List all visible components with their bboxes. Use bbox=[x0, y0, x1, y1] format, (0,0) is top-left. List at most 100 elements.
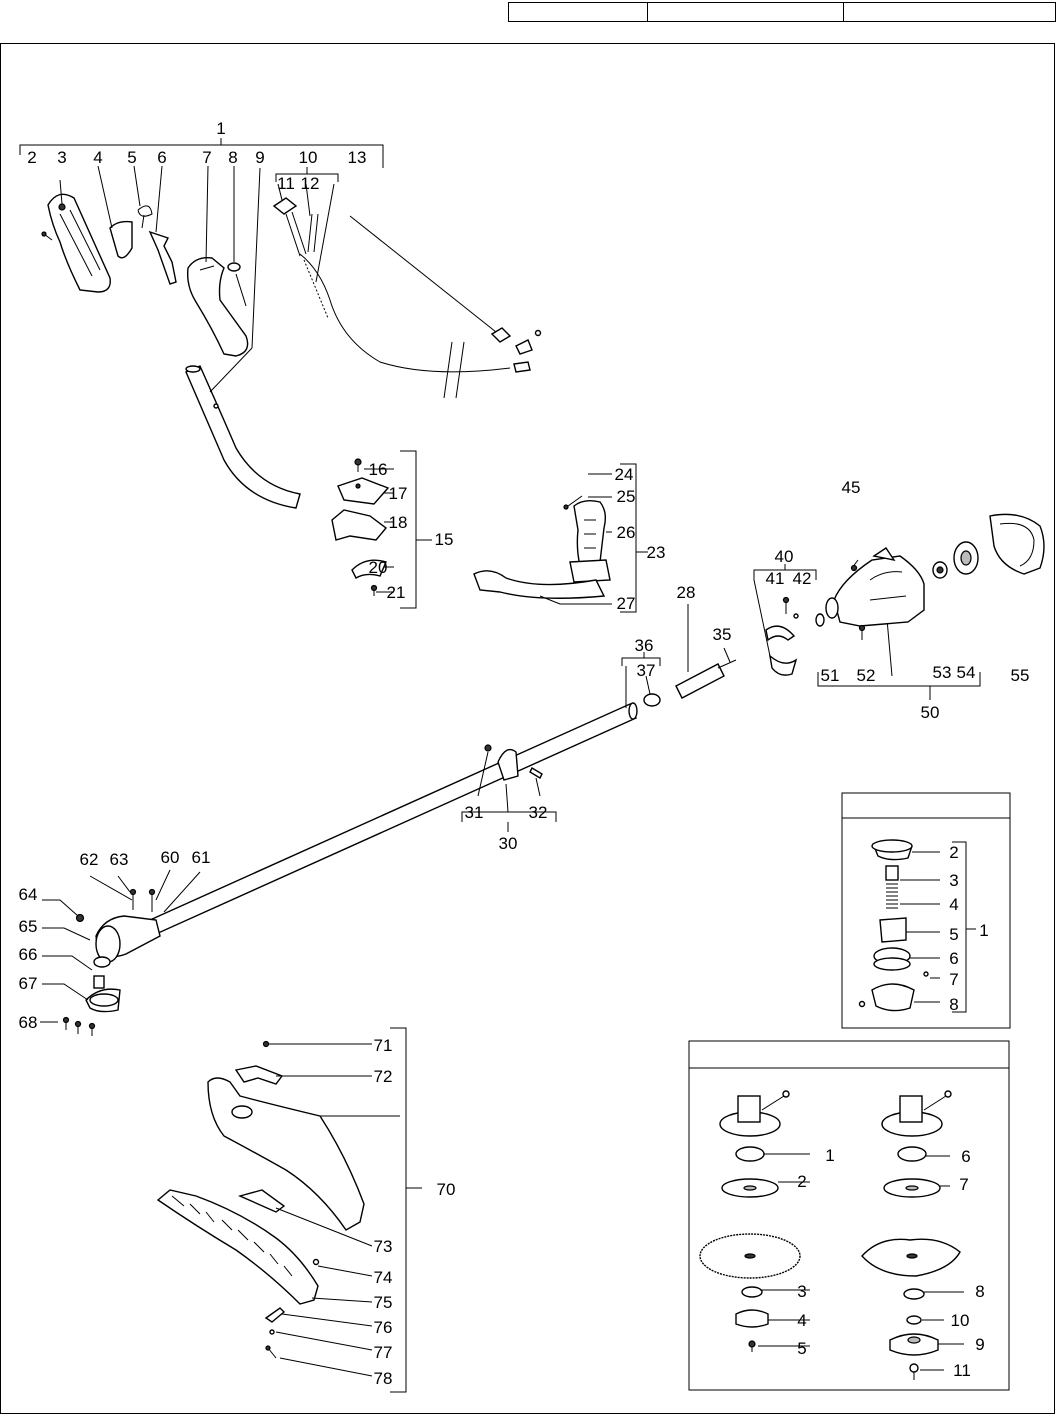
bracket-assembly-10 bbox=[275, 167, 339, 182]
switch-wire-assembly bbox=[272, 197, 542, 399]
callout-32: 32 bbox=[529, 803, 548, 822]
spring-5-icon bbox=[137, 205, 153, 229]
blade-kit-callout-4: 4 bbox=[797, 1311, 806, 1330]
throttle-trigger bbox=[109, 220, 133, 259]
blade-kit-callout-7: 7 bbox=[959, 1175, 968, 1194]
handlebar-tube-9 bbox=[185, 365, 301, 509]
callout-51: 51 bbox=[821, 666, 840, 685]
blade-kit-callout-8: 8 bbox=[975, 1282, 984, 1301]
callout-24: 24 bbox=[615, 465, 634, 484]
head-kit-callout-6: 6 bbox=[949, 949, 958, 968]
callout-25: 25 bbox=[617, 487, 636, 506]
head-kit-callout-7: 7 bbox=[949, 970, 958, 989]
blade-kit-callout-9: 9 bbox=[975, 1335, 984, 1354]
callout-36: 36 bbox=[635, 636, 654, 655]
drive-shaft-28 bbox=[675, 604, 737, 699]
header-cell-2 bbox=[648, 3, 844, 21]
gear-housing-group-50 bbox=[815, 513, 1045, 700]
callout-28: 28 bbox=[677, 583, 696, 602]
callout-35: 35 bbox=[713, 625, 732, 644]
blade-kit-callout-3: 3 bbox=[797, 1282, 806, 1301]
callout-74: 74 bbox=[374, 1268, 393, 1287]
callout-65: 65 bbox=[19, 917, 38, 936]
callout-60: 60 bbox=[161, 848, 180, 867]
callout-42: 42 bbox=[793, 569, 812, 588]
callout-52: 52 bbox=[857, 666, 876, 685]
head-kit-callout-1: 1 bbox=[979, 921, 988, 940]
callout-75: 75 bbox=[374, 1293, 393, 1312]
pin-8 bbox=[227, 262, 247, 307]
blade-kit-callout-1: 1 bbox=[825, 1146, 834, 1165]
callout-10: 10 bbox=[299, 148, 318, 167]
callout-26: 26 bbox=[617, 523, 636, 542]
callout-72: 72 bbox=[374, 1067, 393, 1086]
main-tube-36 bbox=[149, 666, 638, 935]
callout-53: 53 bbox=[933, 663, 952, 682]
callout-45: 45 bbox=[842, 478, 861, 497]
callout-16: 16 bbox=[369, 460, 388, 479]
guard-group-70 bbox=[156, 1027, 422, 1393]
callout-23: 23 bbox=[647, 543, 666, 562]
inset-head-kit bbox=[841, 792, 1011, 1029]
blade-kit-callout-6: 6 bbox=[961, 1147, 970, 1166]
callout-27: 27 bbox=[617, 594, 636, 613]
callout-1: 1 bbox=[216, 119, 225, 138]
callout-78: 78 bbox=[374, 1369, 393, 1388]
callout-2: 2 bbox=[27, 148, 36, 167]
callout-17: 17 bbox=[389, 484, 408, 503]
callout-73: 73 bbox=[374, 1237, 393, 1256]
callout-7: 7 bbox=[202, 148, 211, 167]
rear-handle-half-right bbox=[186, 257, 249, 357]
head-kit-callout-2: 2 bbox=[949, 843, 958, 862]
clamp-30 bbox=[461, 744, 557, 832]
callout-8: 8 bbox=[228, 148, 237, 167]
callout-4: 4 bbox=[93, 148, 102, 167]
callout-50: 50 bbox=[921, 703, 940, 722]
lower-gear-head bbox=[40, 869, 201, 1036]
callout-9: 9 bbox=[255, 148, 264, 167]
callout-18: 18 bbox=[389, 513, 408, 532]
callout-67: 67 bbox=[19, 974, 38, 993]
callout-31: 31 bbox=[465, 803, 484, 822]
callout-70: 70 bbox=[437, 1180, 456, 1199]
callout-30: 30 bbox=[499, 834, 518, 853]
blade-kit-callout-10: 10 bbox=[951, 1311, 970, 1330]
callout-61: 61 bbox=[192, 848, 211, 867]
clamp-group-15 bbox=[331, 450, 432, 609]
rear-handle-half-left bbox=[47, 193, 111, 293]
drawing-frame bbox=[0, 43, 1055, 1414]
callout-6: 6 bbox=[157, 148, 166, 167]
blade-kit-callout-11: 11 bbox=[953, 1361, 971, 1380]
bracket-assembly-1 bbox=[19, 138, 384, 168]
lever-6 bbox=[148, 230, 177, 285]
blade-kit-callout-2: 2 bbox=[797, 1172, 806, 1191]
head-kit-callout-5: 5 bbox=[949, 925, 958, 944]
callout-63: 63 bbox=[110, 850, 129, 869]
header-cell-1 bbox=[509, 3, 649, 21]
front-handle-group-23 bbox=[473, 463, 648, 613]
callout-11: 11 bbox=[277, 174, 295, 193]
top-leader-lines bbox=[59, 165, 497, 393]
callout-13: 13 bbox=[348, 148, 367, 167]
callout-76: 76 bbox=[374, 1318, 393, 1337]
inset-blade-kit bbox=[688, 1040, 1010, 1391]
callout-5: 5 bbox=[127, 148, 136, 167]
callout-37: 37 bbox=[637, 661, 656, 680]
callout-66: 66 bbox=[19, 945, 38, 964]
bushing-37 bbox=[621, 652, 661, 707]
screw-2-icon bbox=[41, 231, 53, 241]
callout-15: 15 bbox=[435, 530, 454, 549]
callout-62: 62 bbox=[80, 850, 99, 869]
head-kit-callout-8: 8 bbox=[949, 995, 958, 1014]
callout-71: 71 bbox=[374, 1036, 393, 1055]
header-table bbox=[508, 2, 1056, 22]
callout-77: 77 bbox=[374, 1343, 393, 1362]
callout-54: 54 bbox=[957, 663, 976, 682]
callout-40: 40 bbox=[775, 547, 794, 566]
callout-21: 21 bbox=[387, 583, 406, 602]
callout-12: 12 bbox=[301, 174, 320, 193]
callout-64: 64 bbox=[19, 885, 38, 904]
callout-41: 41 bbox=[766, 569, 785, 588]
